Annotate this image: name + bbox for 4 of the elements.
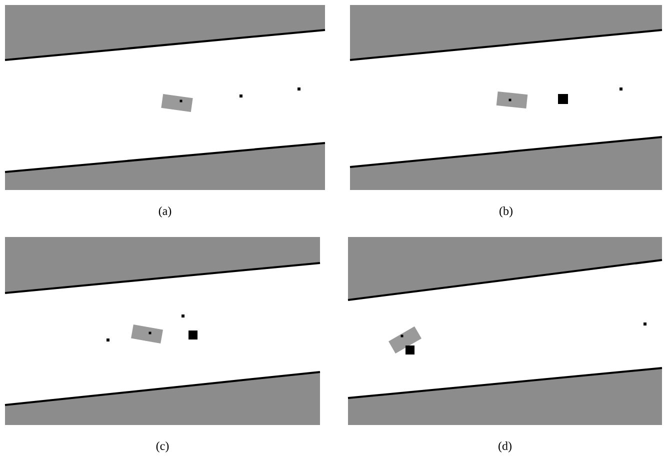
panel-label: (c) <box>156 442 169 452</box>
panel-label: (b) <box>500 206 512 218</box>
panel-label: (a) <box>158 206 172 218</box>
panel-label: (d) <box>498 442 512 452</box>
